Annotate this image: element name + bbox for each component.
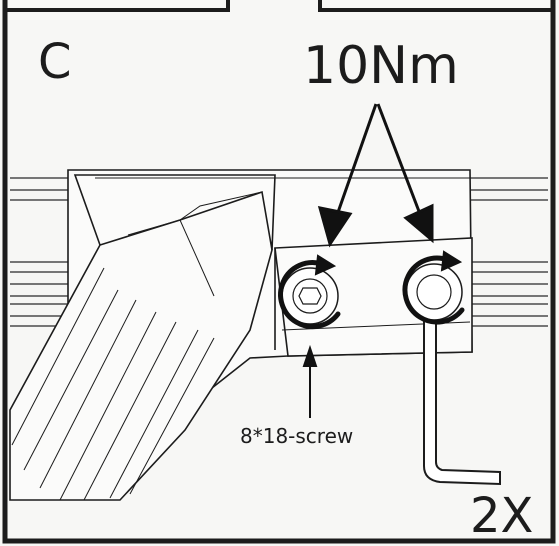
torque-label: 10Nm (303, 36, 459, 96)
quantity-label: 2X (470, 488, 534, 544)
rotation-arrow-left-icon (278, 254, 341, 330)
torque-arrows-icon (317, 103, 434, 248)
diagonal-profile (9, 174, 276, 501)
screw-pointer-arrow-icon (302, 344, 318, 418)
step-label: C (38, 34, 72, 90)
rotation-arrow-right-icon (402, 250, 465, 325)
screw-label: 8*18-screw (240, 424, 354, 448)
